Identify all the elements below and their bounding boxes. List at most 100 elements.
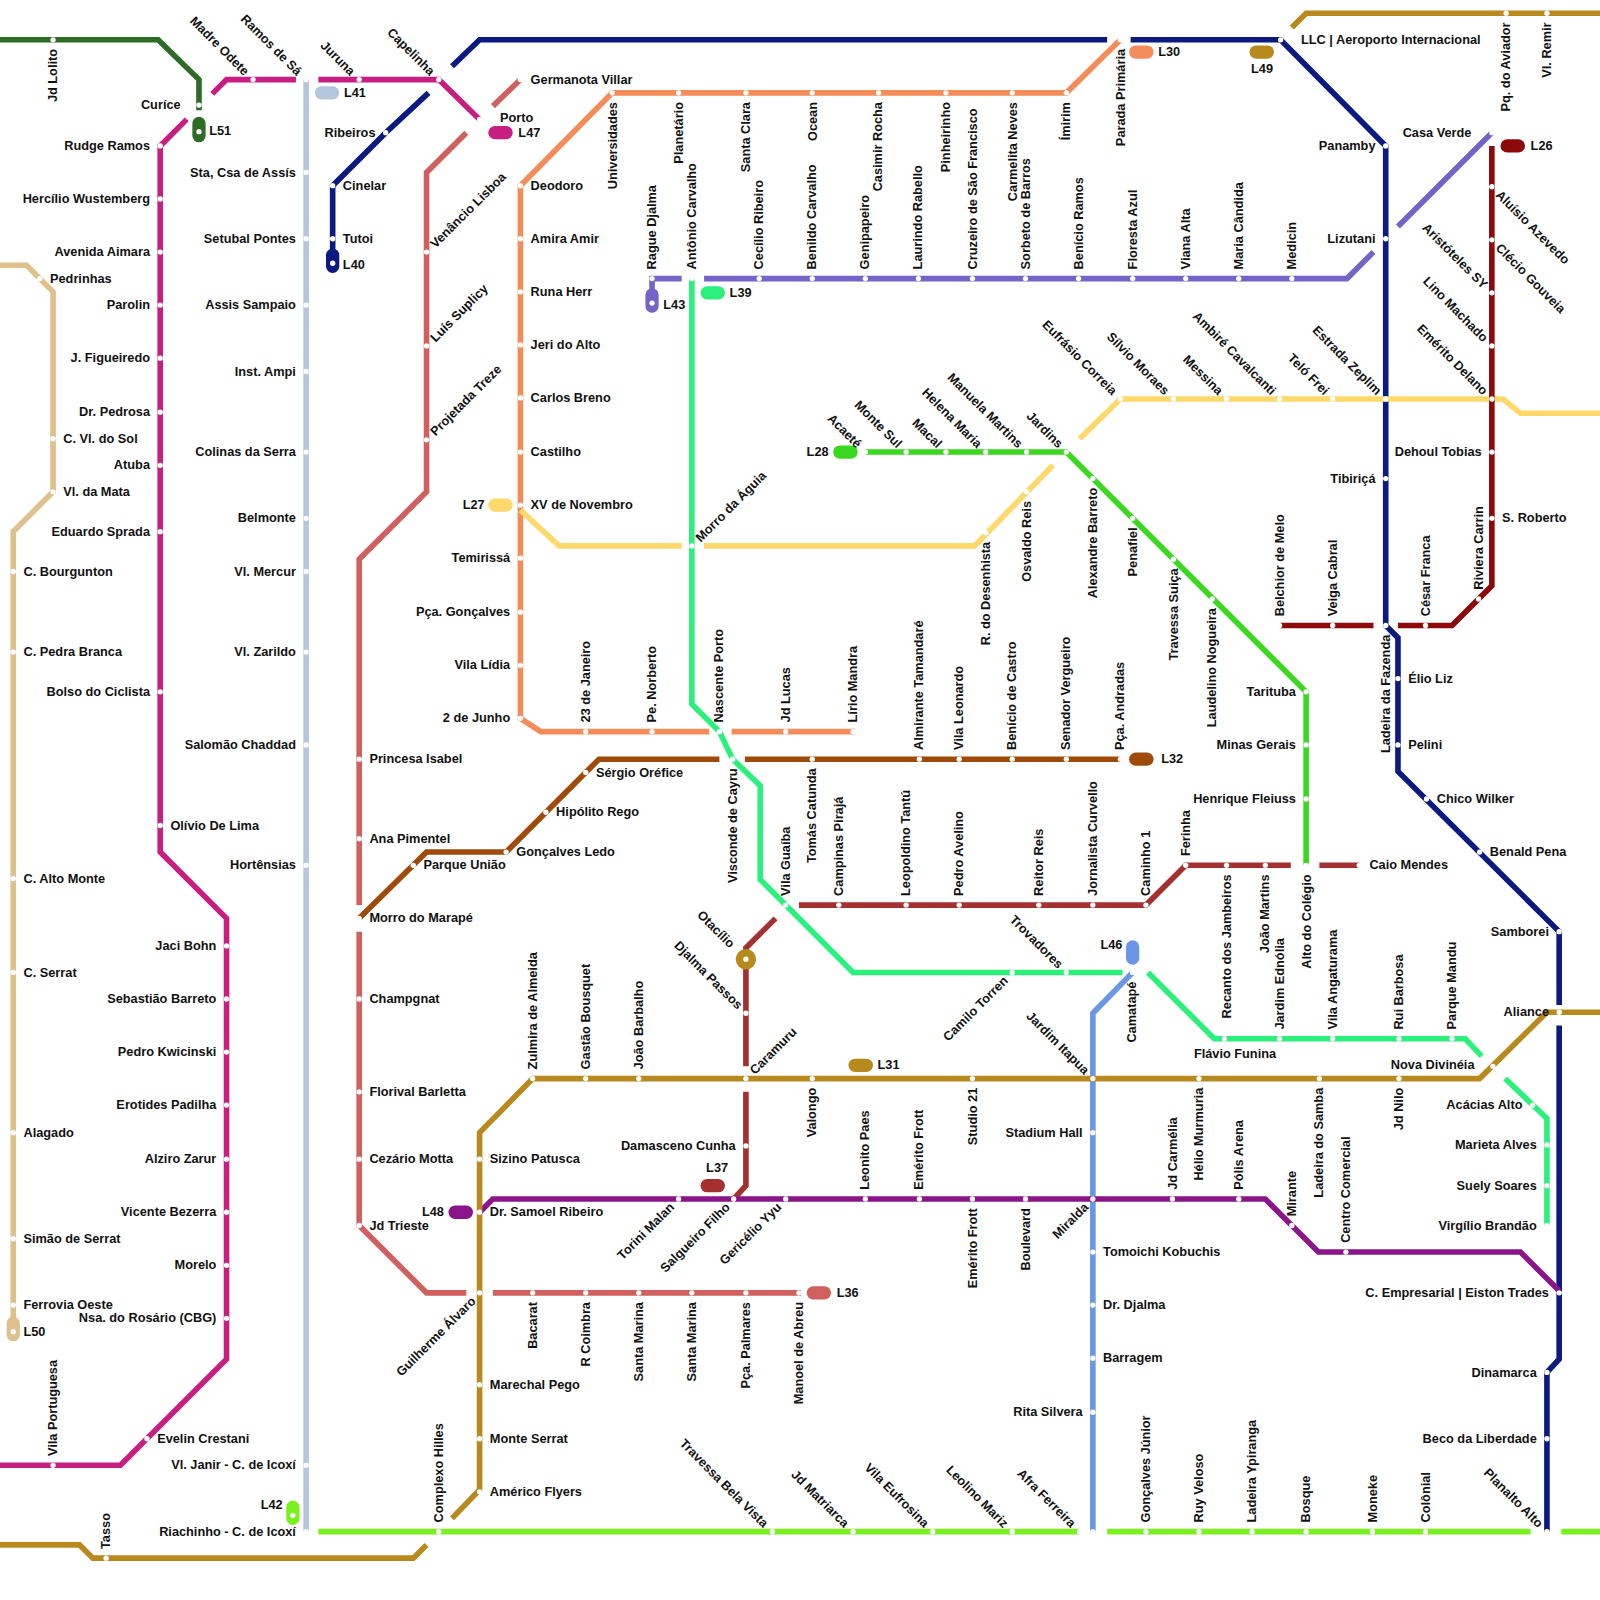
station-label: Bacarat [524,1302,540,1349]
station-label: Bolso do Ciclista [47,684,150,700]
station-label: Centro Comercial [1338,1137,1354,1243]
station-label: Travessa Bela Vista [676,1436,772,1532]
station-label: Amira Amir [531,231,599,247]
station-label: Erotides Padilha [116,1097,216,1113]
transit-line [452,1012,1600,1518]
station-label: Santa Clara [738,102,754,172]
station-dot [689,543,694,548]
station-dot [1224,396,1229,401]
station-dot [330,261,335,266]
station-label: Tomás Catunda [804,768,820,863]
station-dot [1090,1410,1095,1415]
station-dot [783,902,788,907]
transit-line [1398,146,1492,626]
line-terminal-pill [455,1206,466,1219]
station-label: Campinas Pirajá [831,797,847,896]
station-dot [303,1463,308,1468]
station-label: Pólis Arena [1231,1120,1247,1190]
station-dot [649,729,654,734]
line-terminal-pill [645,295,658,306]
station-label: Carmelita Neves [1004,102,1020,201]
station-label: Ladeira Ypiranga [1244,1420,1260,1523]
station-label: Camilo Torren [940,973,1012,1045]
transit-line [692,279,1123,973]
station-dot [1130,970,1135,975]
station-dot [1303,689,1308,694]
station-label: Germanota Villar [531,71,633,87]
station-label: Planetário [670,102,686,164]
station-dot [1183,276,1188,281]
transit-line [303,80,309,1532]
station-dot [770,1529,775,1534]
station-label: L32 [1161,751,1183,767]
station-label: Universidades [604,102,620,189]
station-dot [1064,970,1069,975]
station-dot [1010,1529,1015,1534]
station-label: R. do Desenhista [978,542,994,645]
station-dot [1396,1076,1401,1081]
station-dot [730,757,735,762]
line-terminal-pill [1507,139,1518,152]
station-label: L27 [463,497,485,513]
station-dot [810,276,815,281]
station-dot [1557,929,1562,934]
line-terminal-pill [495,126,506,139]
station-dot [970,1196,975,1201]
transit-line [493,1290,801,1296]
station-label: Floresta Azul [1124,190,1140,270]
station-dot [916,276,921,281]
station-dot [863,449,868,454]
station-dot [11,1130,16,1135]
station-label: Sizino Patusca [490,1151,580,1167]
station-label: Vl. Mercur [234,563,296,579]
station-dot [1263,863,1268,868]
station-label: Vl. Janir - C. de Icoxí [171,1457,296,1473]
station-dot [930,1529,935,1534]
transit-line [493,80,521,107]
station-dot [1236,1196,1241,1201]
station-dot [357,757,362,762]
station-dot [1489,516,1494,521]
station-dot [610,90,615,95]
station-label: XV de Novembro [531,497,633,513]
station-dot [1222,1036,1227,1041]
station-label: Emérito Frott [911,1110,927,1190]
station-dot [518,663,523,668]
transit-line [359,932,466,1293]
station-dot [1143,902,1148,907]
station-label: Jd Carmélia [1164,1117,1180,1189]
station-dot [224,1049,229,1054]
station-label: Beco da Liberdade [1423,1431,1537,1447]
station-label: L31 [878,1057,900,1073]
station-label: Suely Soares [1457,1178,1537,1194]
station-dot [518,610,523,615]
station-dot [224,1102,229,1107]
line-terminal-pill [707,286,718,299]
line-terminal-pill [707,1179,718,1192]
station-label: Jardim Ednólia [1271,938,1287,1029]
station-dot [970,1076,975,1081]
interchange-marker [736,949,756,969]
station-label: L51 [209,122,231,138]
station-dot [357,77,362,82]
station-label: Jd Lucas [778,667,794,722]
station-dot [1076,276,1081,281]
station-label: Ribeiros [324,124,375,140]
station-dot [158,689,163,694]
station-dot [518,395,523,400]
station-dot [757,276,762,281]
station-label: Vicente Bezerra [121,1204,216,1220]
station-label: L50 [23,1323,45,1339]
station-dot [1090,1302,1095,1307]
station-label: Ana Pimentel [369,831,450,847]
station-label: Vila Portuguesa [45,1360,61,1456]
station-label: Alziro Zarur [145,1151,217,1167]
station-dot [330,183,335,188]
station-label: Messina [1179,351,1226,398]
station-label: Sorbeto de Barros [1017,158,1033,269]
station-dot [1489,343,1494,348]
station-dot [1090,476,1095,481]
station-dot [543,810,548,815]
